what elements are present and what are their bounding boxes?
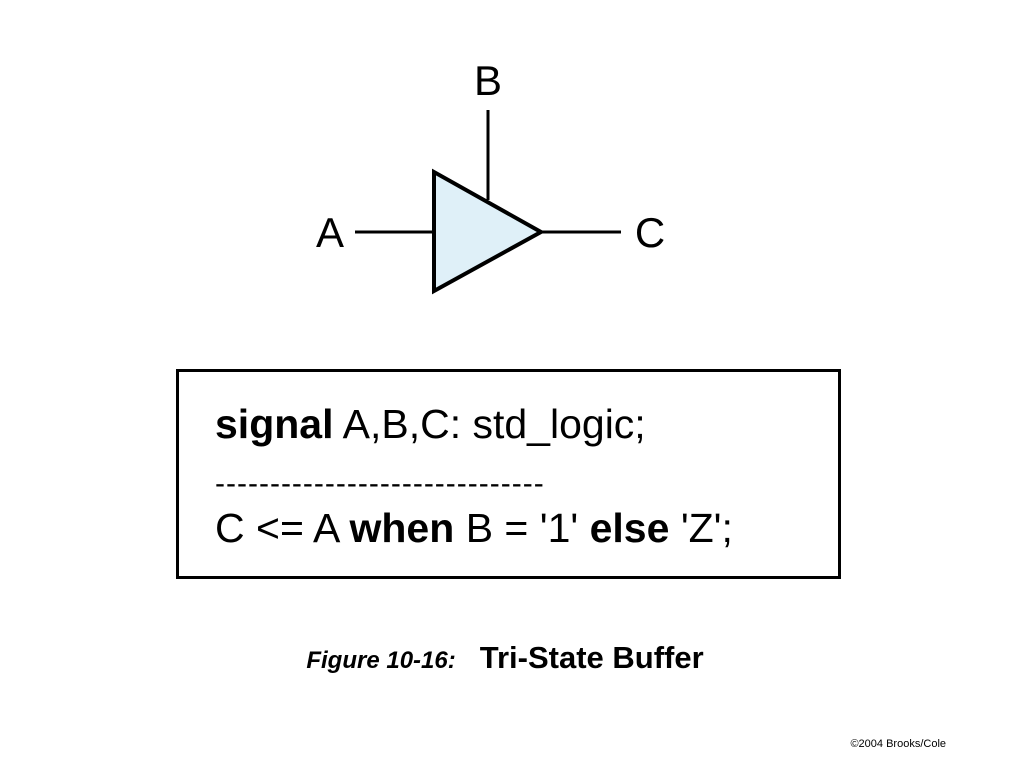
signal-declaration-text: A,B,C: std_logic; (333, 401, 646, 447)
assignment-text-1: C <= A (215, 505, 350, 551)
code-line-signal-declaration: signal A,B,C: std_logic; (215, 400, 646, 448)
keyword-signal: signal (215, 401, 334, 447)
copyright-notice: ©2004 Brooks/Cole (850, 738, 946, 750)
pin-label-input: A (316, 209, 344, 256)
keyword-when: when (349, 505, 455, 551)
code-separator: ------------------------------ (215, 467, 545, 500)
figure-caption: Figure 10-16: Tri-State Buffer (0, 640, 1010, 676)
tri-state-buffer-diagram: B A C (316, 57, 665, 295)
pin-label-output: C (635, 209, 665, 256)
assignment-text-2: B = '1' (454, 505, 590, 551)
assignment-text-3: 'Z'; (669, 505, 733, 551)
pin-label-enable: B (474, 57, 502, 104)
tri-state-buffer-icon (432, 168, 546, 295)
figure-number: Figure 10-16: (306, 647, 456, 674)
vhdl-code-box: signal A,B,C: std_logic; ---------------… (176, 369, 841, 579)
code-line-assignment: C <= A when B = '1' else 'Z'; (215, 504, 733, 552)
figure-title: Tri-State Buffer (479, 640, 704, 675)
keyword-else: else (589, 505, 670, 551)
